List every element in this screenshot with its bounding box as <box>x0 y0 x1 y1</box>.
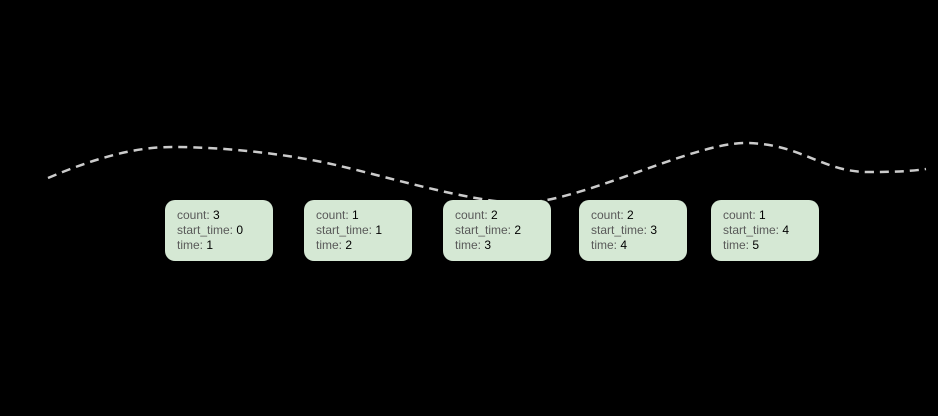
node-field-time: time: 4 <box>591 238 677 253</box>
field-label: count: <box>723 208 756 222</box>
field-label: start_time: <box>316 223 373 237</box>
field-label: start_time: <box>177 223 234 237</box>
field-value: 3 <box>213 208 220 222</box>
node-field-time: time: 5 <box>723 238 809 253</box>
node-field-time: time: 2 <box>316 238 402 253</box>
window-node-1: count: 3 start_time: 0 time: 1 <box>165 200 273 261</box>
field-value: 5 <box>752 238 760 252</box>
field-label: time: <box>177 238 204 252</box>
field-label: time: <box>455 238 482 252</box>
field-value: 1 <box>352 208 359 222</box>
node-field-time: time: 1 <box>177 238 263 253</box>
node-field-start-time: start_time: 4 <box>723 223 809 238</box>
field-label: count: <box>316 208 349 222</box>
node-field-start-time: start_time: 2 <box>455 223 541 238</box>
field-value: 1 <box>759 208 766 222</box>
field-label: time: <box>591 238 618 252</box>
node-field-count: count: 1 <box>316 208 402 223</box>
dashed-trend-curve <box>47 141 927 205</box>
field-label: count: <box>591 208 624 222</box>
field-value: 2 <box>491 208 498 222</box>
field-label: start_time: <box>591 223 648 237</box>
field-label: start_time: <box>455 223 512 237</box>
field-label: start_time: <box>723 223 780 237</box>
field-value: 3 <box>484 238 492 252</box>
window-node-3: count: 2 start_time: 2 time: 3 <box>443 200 551 261</box>
field-label: time: <box>723 238 750 252</box>
node-field-start-time: start_time: 3 <box>591 223 677 238</box>
field-value: 2 <box>345 238 353 252</box>
node-field-start-time: start_time: 1 <box>316 223 402 238</box>
field-value: 1 <box>206 238 214 252</box>
field-value: 3 <box>650 223 658 237</box>
node-field-count: count: 2 <box>591 208 677 223</box>
node-field-start-time: start_time: 0 <box>177 223 263 238</box>
node-field-count: count: 3 <box>177 208 263 223</box>
node-field-count: count: 1 <box>723 208 809 223</box>
field-value: 1 <box>375 223 383 237</box>
node-field-time: time: 3 <box>455 238 541 253</box>
field-value: 0 <box>236 223 244 237</box>
field-value: 2 <box>514 223 522 237</box>
field-value: 4 <box>782 223 790 237</box>
window-node-4: count: 2 start_time: 3 time: 4 <box>579 200 687 261</box>
field-label: count: <box>177 208 210 222</box>
field-value: 2 <box>627 208 634 222</box>
field-value: 4 <box>620 238 628 252</box>
window-node-5: count: 1 start_time: 4 time: 5 <box>711 200 819 261</box>
window-node-2: count: 1 start_time: 1 time: 2 <box>304 200 412 261</box>
node-field-count: count: 2 <box>455 208 541 223</box>
field-label: time: <box>316 238 343 252</box>
field-label: count: <box>455 208 488 222</box>
